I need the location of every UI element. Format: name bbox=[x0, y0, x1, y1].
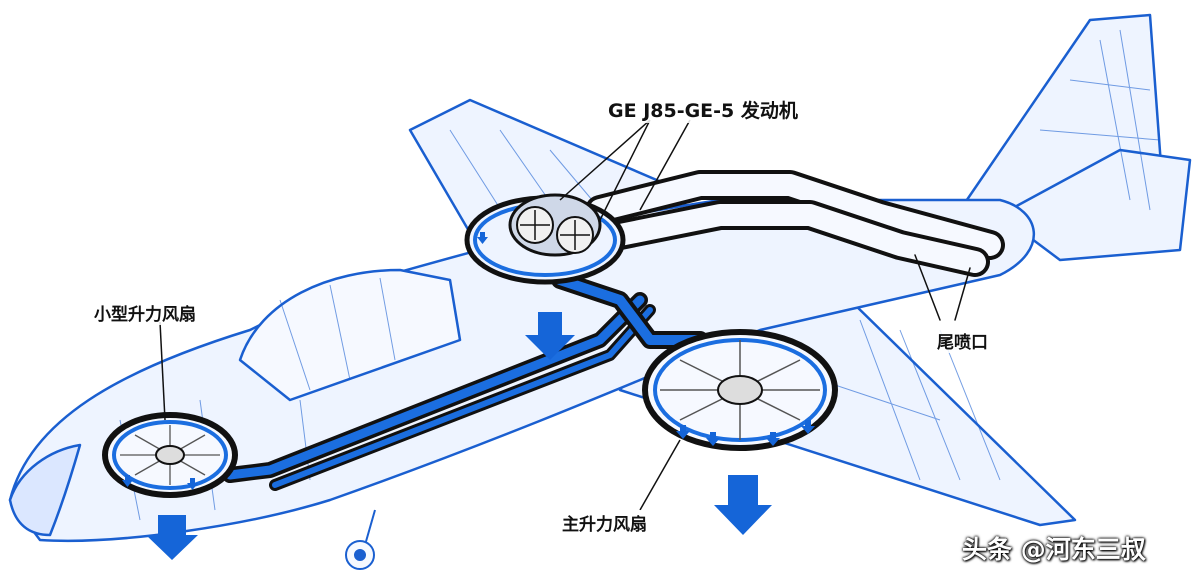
nose-cone bbox=[8, 443, 82, 537]
fan-flow-arrows bbox=[122, 232, 815, 490]
main-lift-fan bbox=[642, 329, 838, 451]
landing-gear bbox=[345, 509, 376, 570]
down-arrow-left bbox=[146, 515, 198, 560]
small-lift-fan bbox=[102, 412, 238, 498]
canopy bbox=[238, 268, 462, 402]
jet-engine-core bbox=[508, 193, 602, 257]
small-lift-fan-label: 小型升力风扇 bbox=[92, 300, 198, 325]
engine-label: GE J85-GE-5 发动机 bbox=[606, 96, 800, 123]
main-lift-fan-label: 主升力风扇 bbox=[560, 510, 649, 535]
leader-lines bbox=[159, 119, 691, 511]
down-arrow-center bbox=[525, 312, 575, 360]
tail-nozzle-label: 尾喷口 bbox=[935, 328, 990, 353]
watermark: 头条 @河东三叔 bbox=[962, 535, 1146, 564]
panel-lines bbox=[119, 29, 1161, 521]
down-arrow-right bbox=[714, 475, 772, 535]
horizontal-tail bbox=[998, 148, 1192, 262]
ducts bbox=[222, 170, 1005, 491]
engine-fan-housing bbox=[464, 193, 626, 285]
downflow-arrows bbox=[146, 312, 772, 560]
